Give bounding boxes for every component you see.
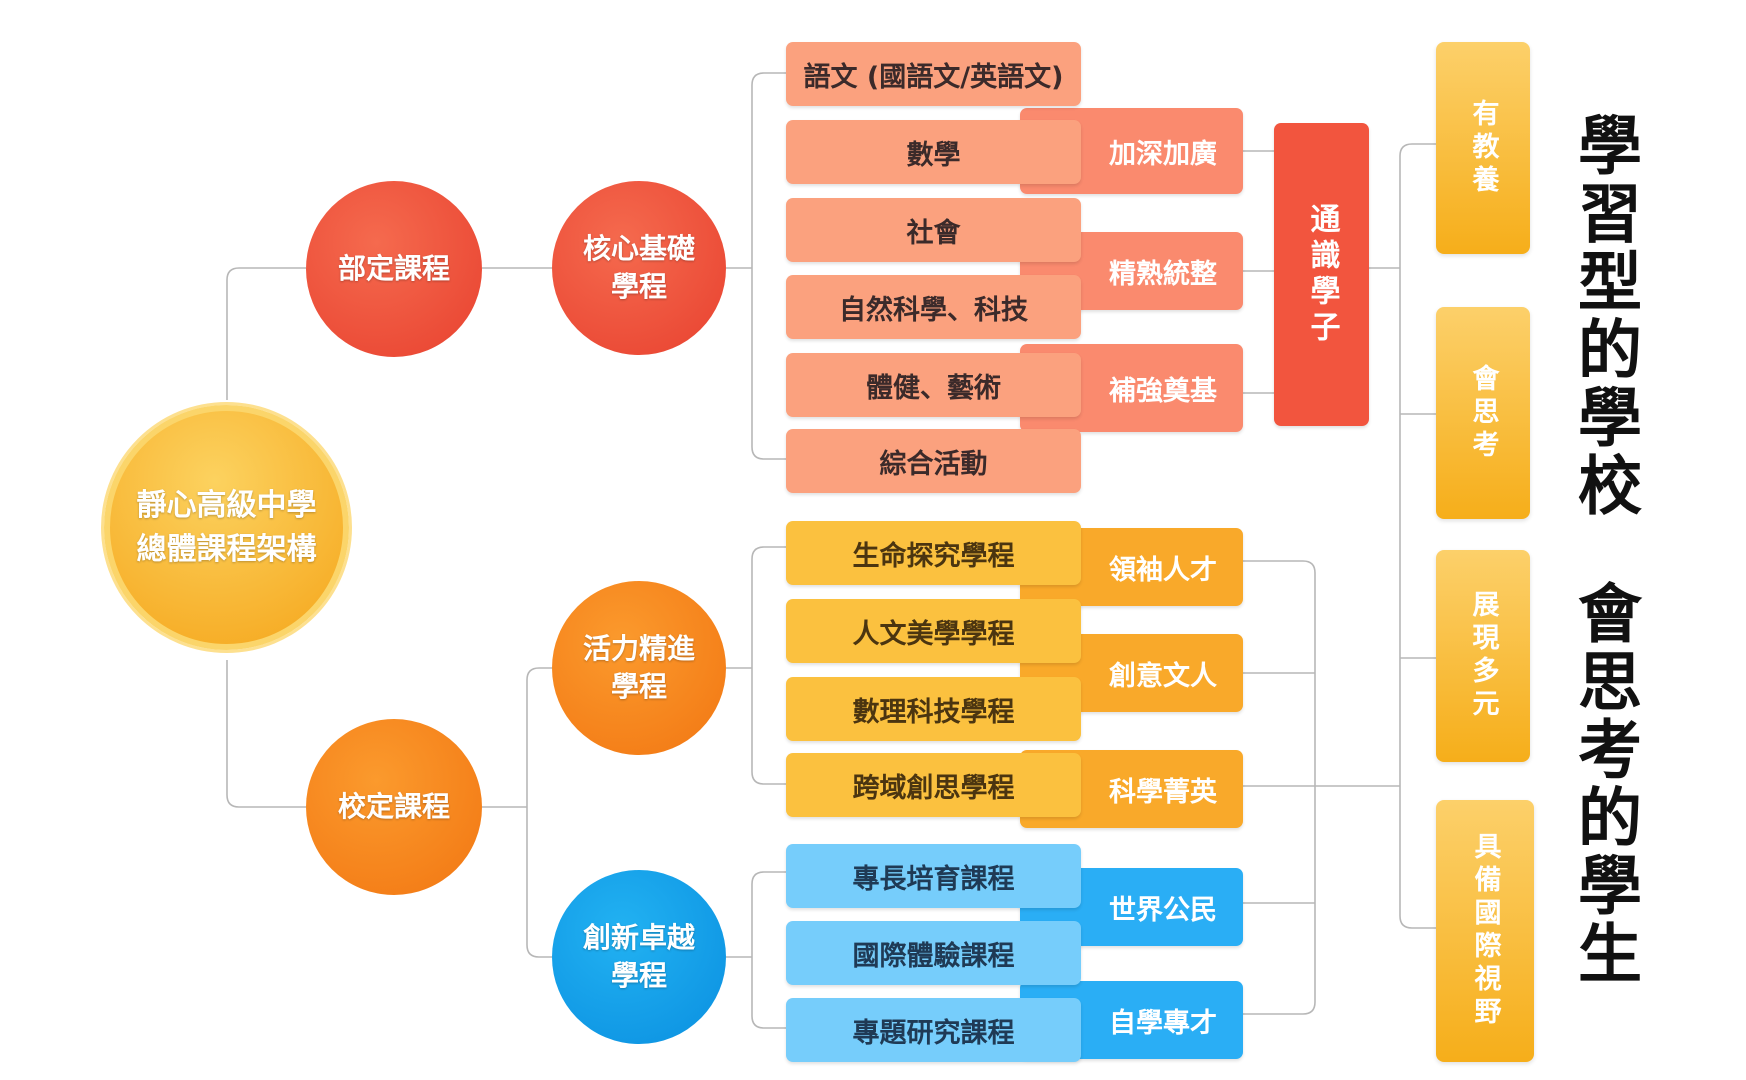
course-box: 數學 bbox=[786, 120, 1081, 184]
slogan-line1: 學習型的學校 bbox=[1567, 112, 1641, 520]
vitality-program-node: 活力精進 學程 bbox=[552, 581, 726, 755]
required-courses-label: 部定課程 bbox=[337, 252, 450, 285]
innovation-tag-selflearn-label: 自學專才 bbox=[1109, 1007, 1217, 1039]
course-box: 數理科技學程 bbox=[786, 677, 1081, 741]
trait-label: 會思考 bbox=[1467, 363, 1499, 463]
course-box: 國際體驗課程 bbox=[786, 921, 1081, 985]
course-label: 國際體驗課程 bbox=[852, 940, 1015, 972]
course-box: 專長培育課程 bbox=[786, 844, 1081, 908]
course-label: 人文美學學程 bbox=[852, 618, 1015, 650]
school-courses-label: 校定課程 bbox=[337, 790, 450, 823]
course-box: 專題研究課程 bbox=[786, 998, 1081, 1062]
innovation-program-line1: 創新卓越 bbox=[582, 921, 695, 954]
trait-label: 有教養 bbox=[1467, 98, 1499, 198]
course-label: 生命探究學程 bbox=[852, 540, 1015, 572]
vitality-program-line1: 活力精進 bbox=[582, 632, 695, 665]
course-label: 社會 bbox=[906, 217, 961, 249]
innovation-program-node: 創新卓越 學程 bbox=[552, 870, 726, 1044]
vitality-tag-science-label: 科學菁英 bbox=[1109, 776, 1217, 808]
course-box: 人文美學學程 bbox=[786, 599, 1081, 663]
trait-box: 具備國際視野 bbox=[1436, 800, 1534, 1062]
vitality-program-line2: 學程 bbox=[610, 670, 667, 703]
course-label: 跨域創思學程 bbox=[852, 772, 1015, 804]
root-title-line2: 總體課程架構 bbox=[136, 531, 317, 567]
root-title-line1: 靜心高級中學 bbox=[136, 487, 317, 523]
general-student-label: 通識學子 bbox=[1304, 202, 1340, 347]
course-label: 體健、藝術 bbox=[866, 372, 1001, 404]
core-program-line2: 學程 bbox=[610, 270, 667, 303]
course-box: 生命探究學程 bbox=[786, 521, 1081, 585]
core-program-line1: 核心基礎 bbox=[582, 232, 695, 265]
course-label: 數學 bbox=[906, 139, 961, 171]
course-label: 專長培育課程 bbox=[852, 863, 1015, 895]
core-tag-master-label: 精熟統整 bbox=[1109, 258, 1217, 290]
course-label: 數理科技學程 bbox=[852, 696, 1015, 728]
course-label: 自然科學、科技 bbox=[839, 294, 1028, 326]
required-courses-node: 部定課程 bbox=[306, 181, 482, 357]
innovation-program-line2: 學程 bbox=[610, 959, 667, 992]
course-box: 語文 (國語文/英語文) bbox=[786, 42, 1081, 106]
course-label: 綜合活動 bbox=[879, 448, 988, 480]
core-tag-deepen-label: 加深加廣 bbox=[1109, 138, 1217, 170]
course-box: 自然科學、科技 bbox=[786, 275, 1081, 339]
trait-box: 展現多元 bbox=[1436, 550, 1530, 762]
general-student-box: 通識學子 bbox=[1274, 123, 1369, 426]
vitality-tag-leader-label: 領袖人才 bbox=[1109, 554, 1217, 586]
innovation-tag-global-label: 世界公民 bbox=[1109, 894, 1217, 926]
vitality-tag-creative-label: 創意文人 bbox=[1109, 660, 1217, 692]
course-box: 體健、藝術 bbox=[786, 353, 1081, 417]
trait-box: 會思考 bbox=[1436, 307, 1530, 519]
slogan-line2: 會思考的學生 bbox=[1567, 580, 1641, 988]
school-courses-node: 校定課程 bbox=[306, 719, 482, 895]
trait-box: 有教養 bbox=[1436, 42, 1530, 254]
course-box: 跨域創思學程 bbox=[786, 753, 1081, 817]
core-tag-reinforce-label: 補強奠基 bbox=[1109, 375, 1217, 407]
course-box: 綜合活動 bbox=[786, 429, 1081, 493]
root-node: 靜心高級中學 總體課程架構 bbox=[104, 405, 349, 650]
core-program-node: 核心基礎 學程 bbox=[552, 181, 726, 355]
course-label: 語文 (國語文/英語文) bbox=[803, 61, 1064, 93]
trait-label: 具備國際視野 bbox=[1469, 832, 1501, 1030]
course-label: 專題研究課程 bbox=[852, 1017, 1015, 1049]
trait-label: 展現多元 bbox=[1467, 590, 1499, 722]
course-box: 社會 bbox=[786, 198, 1081, 262]
